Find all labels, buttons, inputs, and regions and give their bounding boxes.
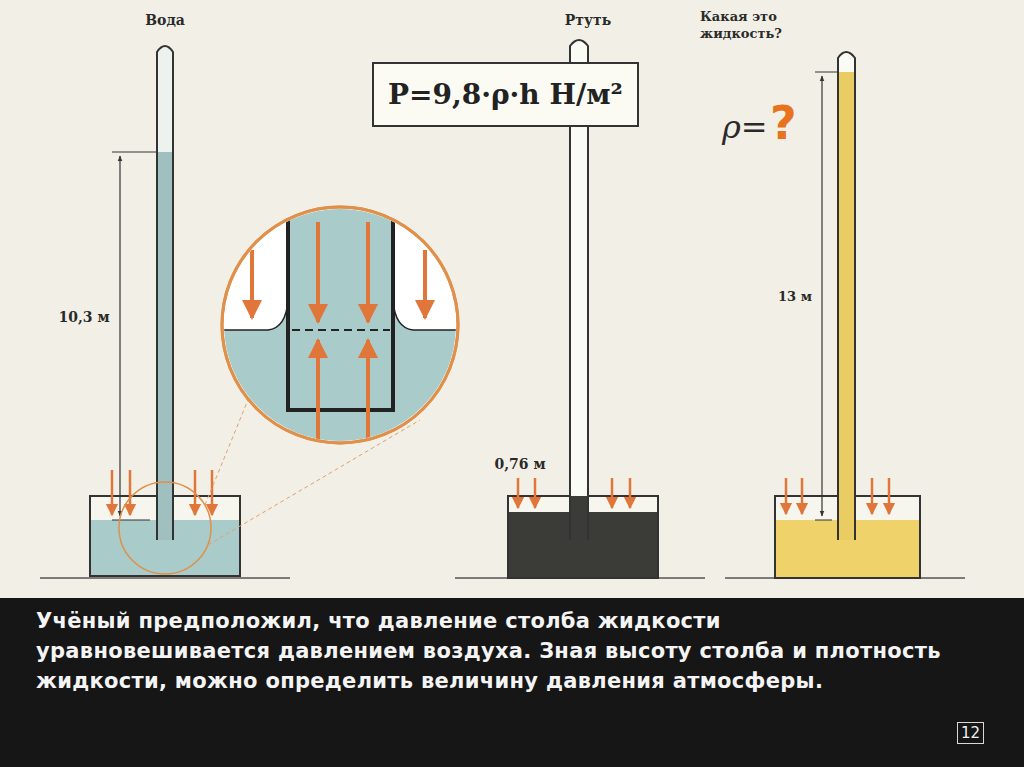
density-symbol: ρ= [722,108,768,146]
node-text: 12 [961,724,980,742]
magnified-view [220,200,462,450]
dimension-label: 13 м [776,288,814,305]
question-heading: Какая это жидкость? [700,8,800,42]
frame-number-box: 12 [957,722,984,744]
formula-box: P=9,8·ρ·h Н/м² [372,62,639,127]
caption: Учёный предположил, что давление столба … [36,606,941,696]
caption-band [0,598,1024,767]
question-mark: ? [770,96,797,150]
unknown-liquid-barometer [775,52,920,578]
dimension-label: 0,76 м [492,455,547,473]
liquid-name: Ртуть [565,12,611,28]
dimension-label: 10,3 м [56,308,111,326]
liquid-name: Вода [145,12,185,28]
node-text: P=9,8·ρ·h Н/м² [388,78,623,111]
